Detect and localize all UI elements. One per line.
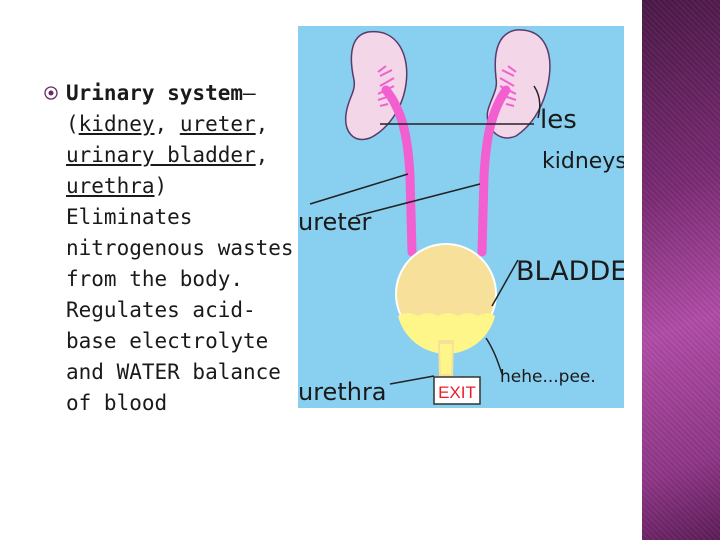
label-urethra: urethra: [298, 378, 387, 406]
urethra-pointer: [389, 375, 435, 385]
label-les: les: [540, 105, 577, 135]
organ-bladder: urinary bladder: [66, 143, 256, 167]
left-ureter: [381, 85, 417, 257]
urinary-diagram: EXIT les kidneys ureter BLADDER urethra …: [298, 26, 624, 408]
organ-urethra: urethra: [66, 174, 155, 198]
urine-level: [398, 313, 495, 354]
heading-dash: –: [243, 81, 256, 105]
paren-close: ): [154, 174, 168, 198]
body-text: Urinary system– (kidney, ureter, urinary…: [66, 81, 294, 415]
label-bladder: BLADDER: [516, 256, 624, 287]
kidney-pointer-right: [533, 85, 541, 119]
decorative-side-band: [642, 0, 720, 540]
label-ureter: ureter: [298, 208, 371, 236]
paren-open: (: [66, 112, 79, 136]
left-kidney: [344, 30, 408, 141]
label-kidneys: kidneys: [542, 149, 624, 174]
heading: Urinary system: [66, 81, 244, 105]
ureter-pointer-2: [355, 183, 481, 217]
ureter-pointer-1: [309, 173, 409, 205]
organ-kidney: kidney: [78, 112, 155, 136]
label-pee: hehe...pee.: [500, 367, 596, 387]
exit-sign: [433, 376, 481, 405]
right-kidney: [486, 29, 551, 139]
pee-pointer: [485, 337, 503, 375]
bullet-icon: [44, 86, 58, 100]
exit-label: EXIT: [438, 383, 476, 402]
organ-ureter: ureter: [179, 112, 256, 136]
right-ureter: [477, 85, 511, 257]
description: Eliminates nitrogenous wastes from the b…: [66, 205, 294, 415]
bladder-pointer: [491, 259, 519, 307]
